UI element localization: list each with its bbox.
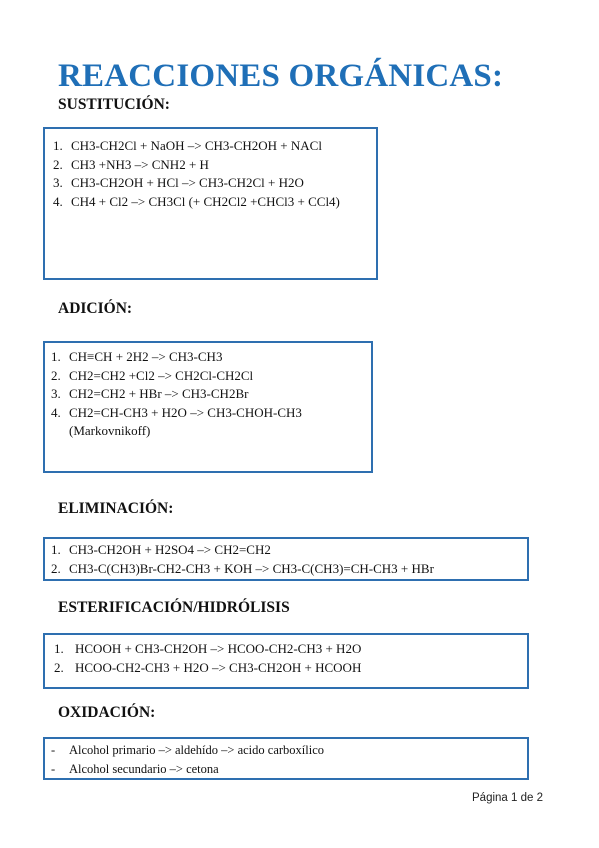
section-heading-eliminacion: ELIMINACIÓN: [58,500,174,517]
reaction-box-adicion: 1. CH≡CH + 2H2 –> CH3-CH3 2. CH2=CH2 +Cl2 … [43,341,373,473]
list-item: 1. CH≡CH + 2H2 –> CH3-CH3 [51,348,371,367]
reaction-text: CH3 +NH3 –> CNH2 + H [71,156,209,172]
bullet-dash: - [51,743,56,757]
list-item: 1. CH3-CH2OH + H2SO4 –> CH2=CH2 [51,541,527,560]
reaction-text: CH2=CH2 + HBr –> CH3-CH2Br [69,386,249,401]
reaction-text: Alcohol secundario –> cetona [69,761,219,776]
reaction-text: CH3-CH2OH + HCl –> CH3-CH2Cl + H2O [71,175,304,190]
item-number: 1. [53,138,63,153]
reaction-text: HCOOH + CH3-CH2OH –> HCOO-CH2-CH3 + H2O [75,641,362,656]
reaction-list: 1. CH3-CH2Cl + NaOH –> CH3-CH2OH + NACl 2… [45,129,376,211]
list-item: -Alcohol secundario –> cetona [51,760,527,779]
item-number: 1. [51,542,61,557]
list-item: 4. CH4 + Cl2 –> CH3Cl (+ CH2Cl2 +CHCl3 + … [53,193,376,212]
section-heading-sustitucion: SUSTITUCIÓN: [58,96,170,113]
item-number: 2. [51,367,61,383]
section-heading-adicion: ADICIÓN: [58,300,133,317]
reaction-text: CH2=CH-CH3 + H2O –> CH3-CHOH-CH3 [69,404,302,420]
reaction-text: CH4 + Cl2 –> CH3Cl (+ CH2Cl2 +CHCl3 + CC… [71,193,340,209]
item-number: 1. [54,641,64,656]
item-number: 2. [53,156,63,172]
reaction-box-oxidacion: -Alcohol primario –> aldehído –> acido c… [43,737,529,780]
reaction-text: HCOO-CH2-CH3 + H2O –> CH3-CH2OH + HCOOH [75,659,362,675]
item-number: 4. [51,404,61,420]
reaction-text: CH3-CH2Cl + NaOH –> CH3-CH2OH + NACl [71,138,322,153]
page-title: REACCIONES ORGÁNICAS: [58,58,504,94]
item-number: 3. [51,386,61,401]
item-number: 4. [53,193,63,209]
reaction-list: -Alcohol primario –> aldehído –> acido c… [45,739,527,778]
reaction-text: CH3-C(CH3)Br-CH2-CH3 + KOH –> CH3-C(CH3)… [69,560,434,576]
reaction-note: (Markovnikoff) [69,423,151,438]
list-item: 2. HCOO-CH2-CH3 + H2O –> CH3-CH2OH + HCOO… [54,659,527,678]
item-number: 2. [54,659,64,675]
list-item: -Alcohol primario –> aldehído –> acido c… [51,741,527,760]
reaction-list: 1. HCOOH + CH3-CH2OH –> HCOO-CH2-CH3 + H2… [45,635,527,677]
item-number-spacer [51,422,69,441]
list-item-note: (Markovnikoff) [51,422,371,441]
reaction-list: 1. CH3-CH2OH + H2SO4 –> CH2=CH2 2. CH3-C(C… [45,539,527,578]
list-item: 4. CH2=CH-CH3 + H2O –> CH3-CHOH-CH3 [51,404,371,423]
section-heading-oxidacion: OXIDACIÓN: [58,704,156,721]
reaction-text: CH3-CH2OH + H2SO4 –> CH2=CH2 [69,542,271,557]
list-item: 2. CH3 +NH3 –> CNH2 + H [53,156,376,175]
section-heading-esterificacion: ESTERIFICACIÓN/HIDRÓLISIS [58,599,290,616]
reaction-text: CH≡CH + 2H2 –> CH3-CH3 [69,349,223,364]
reaction-box-sustitucion: 1. CH3-CH2Cl + NaOH –> CH3-CH2OH + NACl 2… [43,127,378,280]
list-item: 1. HCOOH + CH3-CH2OH –> HCOO-CH2-CH3 + H2… [54,640,527,659]
page-number-footer: Página 1 de 2 [472,792,543,804]
reaction-list: 1. CH≡CH + 2H2 –> CH3-CH3 2. CH2=CH2 +Cl2 … [45,343,371,441]
bullet-dash: - [51,761,56,776]
item-number: 1. [51,349,61,364]
list-item: 3. CH2=CH2 + HBr –> CH3-CH2Br [51,385,371,404]
list-item: 2. CH3-C(CH3)Br-CH2-CH3 + KOH –> CH3-C(CH… [51,560,527,579]
reaction-text: CH2=CH2 +Cl2 –> CH2Cl-CH2Cl [69,367,254,383]
list-item: 3. CH3-CH2OH + HCl –> CH3-CH2Cl + H2O [53,174,376,193]
item-number: 3. [53,175,63,190]
list-item: 1. CH3-CH2Cl + NaOH –> CH3-CH2OH + NACl [53,137,376,156]
reaction-box-eliminacion: 1. CH3-CH2OH + H2SO4 –> CH2=CH2 2. CH3-C(C… [43,537,529,581]
item-number: 2. [51,560,61,576]
reaction-text: Alcohol primario –> aldehído –> acido ca… [69,743,324,757]
reaction-box-esterificacion: 1. HCOOH + CH3-CH2OH –> HCOO-CH2-CH3 + H2… [43,633,529,689]
list-item: 2. CH2=CH2 +Cl2 –> CH2Cl-CH2Cl [51,367,371,386]
